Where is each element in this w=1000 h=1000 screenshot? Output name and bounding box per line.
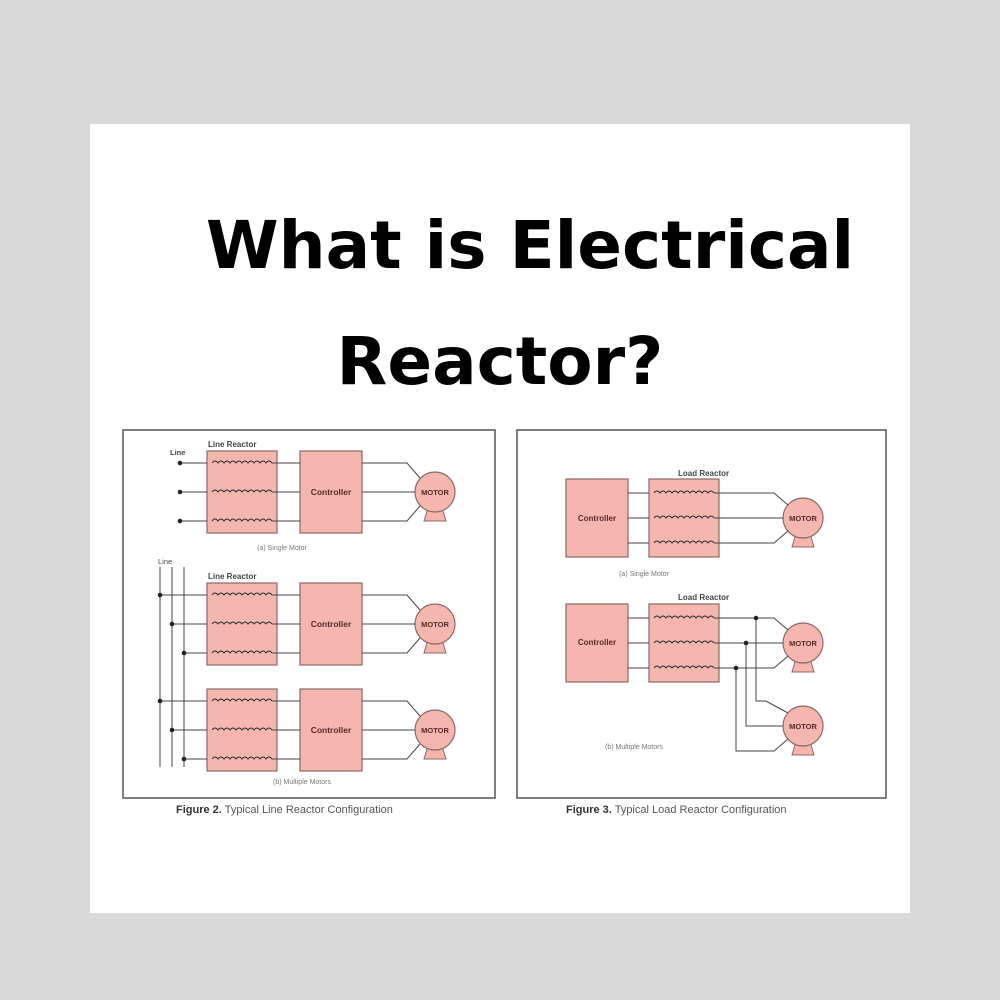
subcaption-a: (a) Single Motor [257,545,307,552]
reactor-coil-icon [211,621,273,625]
wire [755,618,789,714]
junction-dot [181,756,187,762]
line-label: Line [158,557,172,566]
wire [745,643,783,727]
wire [397,462,421,479]
reactor-label: Line Reactor [208,440,256,449]
reactor-coil-icon [653,515,715,519]
page-title: What is Electrical Reactor? [90,188,910,420]
reactor-coil-icon [211,518,273,522]
title-line-1: What is Electrical [205,207,855,284]
motor-label: MOTOR [421,726,449,735]
wire [766,617,789,631]
reactor-label: Load Reactor [678,469,729,478]
junction-dot [169,621,175,627]
reactor-coil-icon [211,727,273,731]
figure-3-number: Figure 3. [566,804,612,816]
controller-box [299,582,363,666]
reactor-coil-icon [211,698,273,702]
wire [766,655,789,669]
motor-label: MOTOR [789,639,817,648]
junction-dot [733,665,739,671]
reactor-coil-icon [211,756,273,760]
reactor-coil-icon [653,640,715,644]
subcaption-a: (a) Single Motor [619,571,669,578]
reactor-coil-icon [653,490,715,494]
junction-dot [169,727,175,733]
title-line-2: Reactor? [336,323,664,400]
junction-dot [157,698,163,704]
wire [735,668,789,752]
controller-label: Controller [311,619,352,629]
wire [397,637,421,654]
figure-2-caption: Figure 2. Typical Line Reactor Configura… [176,804,393,816]
wire [766,492,789,506]
junction-dot [177,460,183,466]
reactor-label: Load Reactor [678,593,729,602]
controller-box [299,688,363,772]
controller-label: Controller [578,638,616,647]
reactor-coil-icon [211,489,273,493]
junction-dot [177,518,183,524]
wire [397,505,421,522]
subcaption-b: (b) Multiple Motors [605,744,663,751]
motor-label: MOTOR [421,488,449,497]
controller-label: Controller [311,487,352,497]
reactor-coil-icon [653,615,715,619]
controller-box [299,450,363,534]
reactor-coil-icon [211,592,273,596]
line-reactor-box [206,688,278,772]
reactor-label: Line Reactor [208,572,256,581]
controller-box [565,603,629,683]
line-label: Line [170,448,185,457]
figure-2-number: Figure 2. [176,804,222,816]
junction-dot [177,489,183,495]
wire [397,700,421,717]
figure-3-caption: Figure 3. Typical Load Reactor Configura… [566,804,787,816]
reactor-coil-icon [211,650,273,654]
reactor-coil-icon [211,460,273,464]
wire [766,530,789,544]
controller-label: Controller [311,725,352,735]
junction-dot [181,650,187,656]
reactor-coil-icon [653,665,715,669]
wire [397,594,421,611]
motor-label: MOTOR [789,722,817,731]
motor-icon [782,705,824,747]
figure-2-caption-text: Typical Line Reactor Configuration [224,804,393,816]
figure-3-caption-text: Typical Load Reactor Configuration [614,804,787,816]
junction-dot [157,592,163,598]
junction-dot [753,615,759,621]
motor-label: MOTOR [789,514,817,523]
controller-label: Controller [578,514,616,523]
junction-dot [743,640,749,646]
reactor-coil-icon [653,540,715,544]
motor-label: MOTOR [421,620,449,629]
wire [397,743,421,760]
subcaption-b: (b) Multiple Motors [273,779,331,786]
